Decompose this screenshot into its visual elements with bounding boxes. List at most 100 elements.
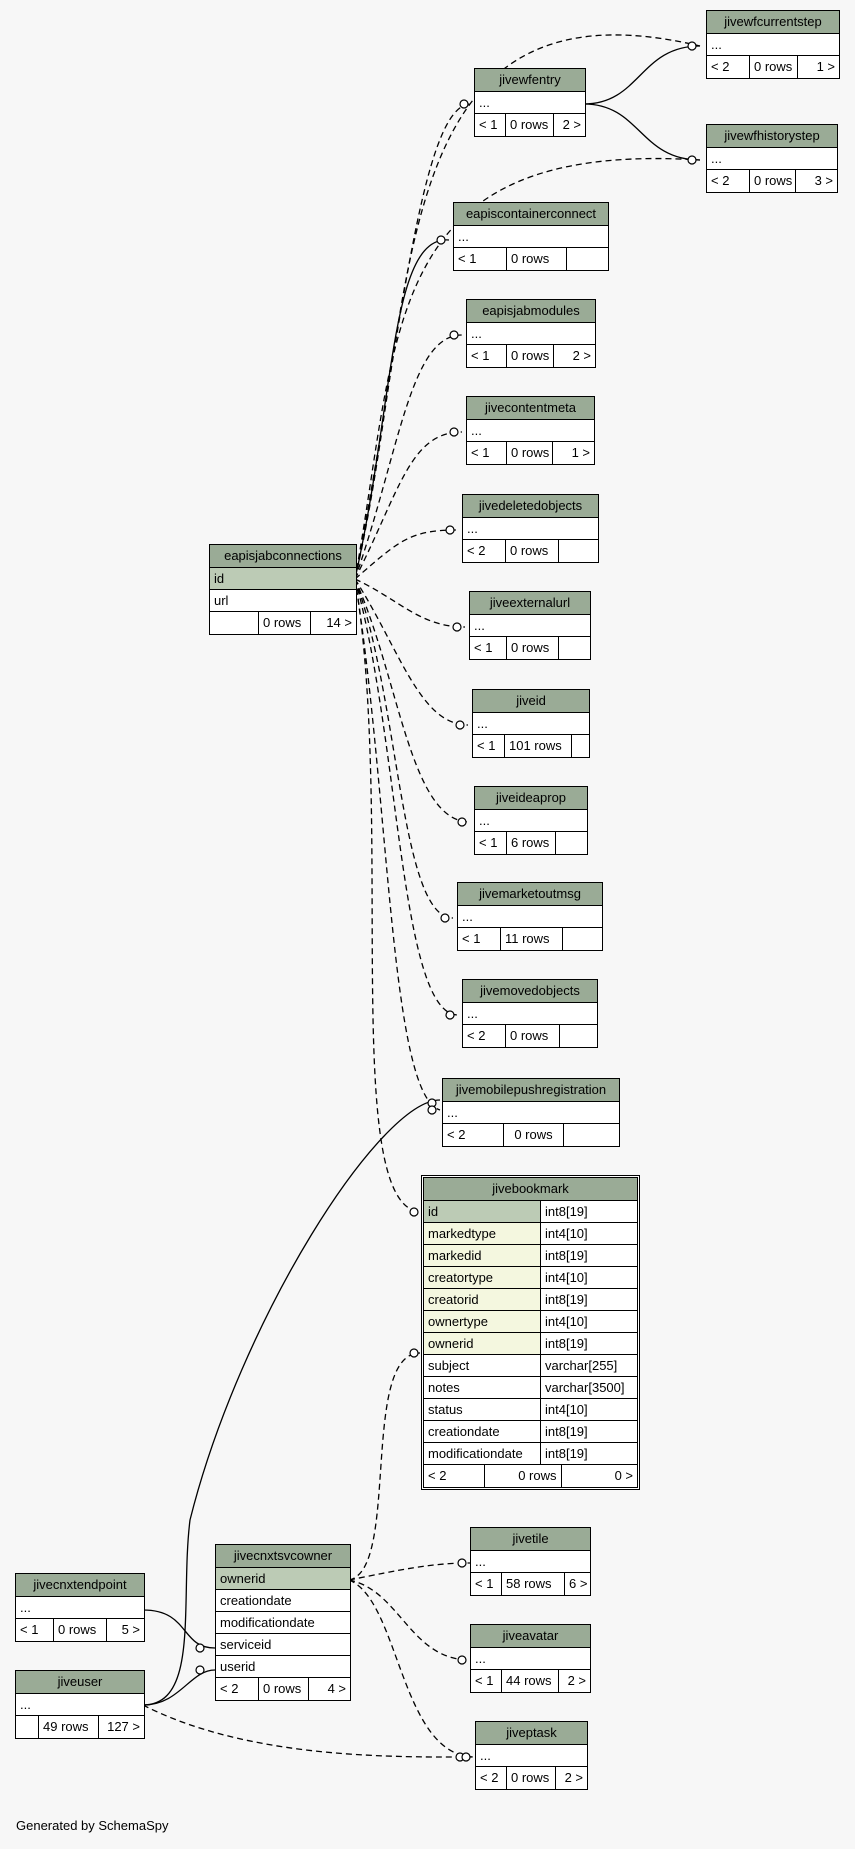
child-count: 2 > [553,114,585,136]
edge-svcowner-ptask [348,1579,476,1758]
table-jivecnxtsvcowner[interactable]: jivecnxtsvcowner ownerid creationdate mo… [215,1544,351,1701]
row-count: 44 rows [501,1670,558,1692]
parent-count [16,1716,38,1738]
child-count: 2 > [558,1670,590,1692]
table-title: jivemobilepushregistration [443,1079,619,1102]
table-title: jivedeletedobjects [463,495,598,518]
table-title: jivetile [471,1528,590,1551]
table-title: jivemarketoutmsg [458,883,602,906]
row-count: 0 rows [258,612,310,634]
edge-to-jivemarketoutmsg [354,578,454,919]
table-column: ... [463,1003,597,1025]
table-column: ... [467,323,595,345]
row-count: 0 rows [258,1678,308,1700]
column-id-primary-key: id [210,568,356,590]
table-title: jivewfcurrentstep [707,11,839,34]
parent-count: < 2 [220,1681,239,1696]
row-count: 0 rows [749,56,797,78]
child-count: 4 > [308,1678,350,1700]
table-column: ... [476,1745,587,1767]
table-title: jivebookmark [424,1178,637,1201]
table-title: eapiscontainerconnect [454,203,608,226]
table-column: ... [458,906,602,928]
table-title: eapisjabconnections [210,545,356,568]
parent-count: < 1 [475,1673,494,1688]
table-column: ... [471,1648,590,1670]
table-column: ... [707,148,837,170]
edge-user-mobilepush [142,1099,441,1706]
edge-user-ptask [142,1704,476,1758]
row-count: 0 rows [505,1025,559,1047]
table-column: ... [467,420,594,442]
child-count: 1 > [797,56,839,78]
child-count: 2 > [555,1767,587,1789]
table-column: ... [16,1694,144,1716]
table-title: jiveuser [16,1671,144,1694]
parent-count: < 2 [480,1770,499,1785]
row-count: 0 rows [505,114,553,136]
row-count: 0 rows [53,1619,106,1641]
table-title: jivecnxtsvcowner [216,1545,350,1568]
table-footer: < 1 0 rows [470,637,590,659]
table-title: jivecnxtendpoint [16,1574,144,1597]
parent-count: < 2 [711,173,730,188]
child-count: 6 > [564,1573,590,1595]
parent-count: < 1 [458,251,477,266]
child-count: 5 > [106,1619,144,1641]
child-count [566,248,608,270]
row-count: 0 rows [506,248,566,270]
table-title: jivewfentry [475,69,585,92]
child-count [563,1124,619,1146]
edge-to-jivewfhistorystep [354,158,701,580]
parent-count [210,612,258,634]
table-title: jivecontentmeta [467,397,594,420]
child-count: 1 > [552,442,594,464]
child-count [558,637,590,659]
edge-to-jivedeletedobjects [354,529,459,580]
row-count: 0 rows [506,1767,555,1789]
parent-count: < 1 [474,640,493,655]
row-count: 0 rows [506,637,558,659]
row-count: 58 rows [501,1573,564,1595]
edge-to-jiveexternalurl [354,578,466,628]
child-count: 14 > [310,612,356,634]
row-count: 0 rows [484,1465,561,1487]
edge-to-eapisjabmodules [354,334,463,580]
